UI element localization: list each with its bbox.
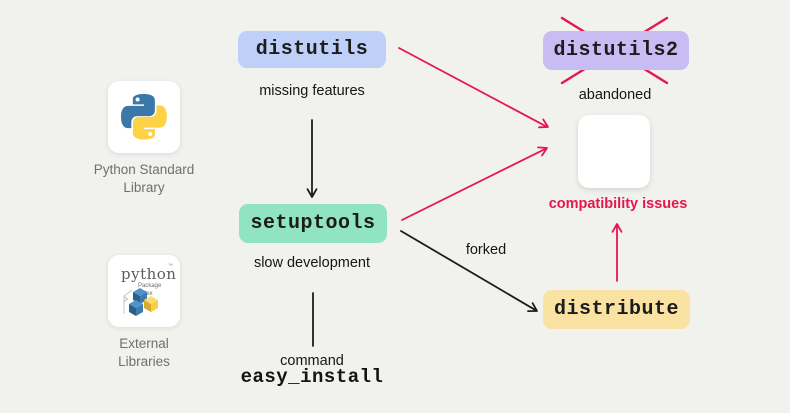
command-label: command [280, 353, 344, 369]
python-logo-icon [121, 94, 167, 140]
missing-features-arrow [306, 119, 318, 198]
pypi-logo-wordmark: python [121, 265, 177, 283]
node-distutils: distutils [238, 31, 386, 68]
node-setuptools: setuptools [239, 204, 387, 243]
compatibility-issues-label: compatibility issues [548, 196, 688, 212]
pypi-card-label: External Libraries [118, 336, 170, 369]
pypi-logo-icon: python ™ PackageIndex [114, 261, 177, 321]
slow-development-label: slow development [253, 255, 371, 271]
python-card-label: Python Standard Library [93, 162, 195, 195]
python-standard-library-card [108, 81, 180, 153]
distribute-compatibility-arrow [611, 223, 623, 282]
compatibility-placeholder-box [578, 115, 650, 188]
missing-features-label: missing features [259, 83, 365, 99]
pypi-trademark: ™ [168, 263, 173, 269]
distutils-compatibility-arrow [398, 47, 549, 129]
abandoned-label: abandoned [578, 87, 652, 103]
easy-install-label: easy_install [240, 366, 384, 388]
pypi-cubes-icon [123, 288, 158, 316]
node-distutils2: distutils2 [543, 31, 689, 70]
node-distribute: distribute [543, 290, 690, 329]
forked-label: forked [465, 242, 507, 258]
pypi-card: python ™ PackageIndex [108, 255, 180, 327]
